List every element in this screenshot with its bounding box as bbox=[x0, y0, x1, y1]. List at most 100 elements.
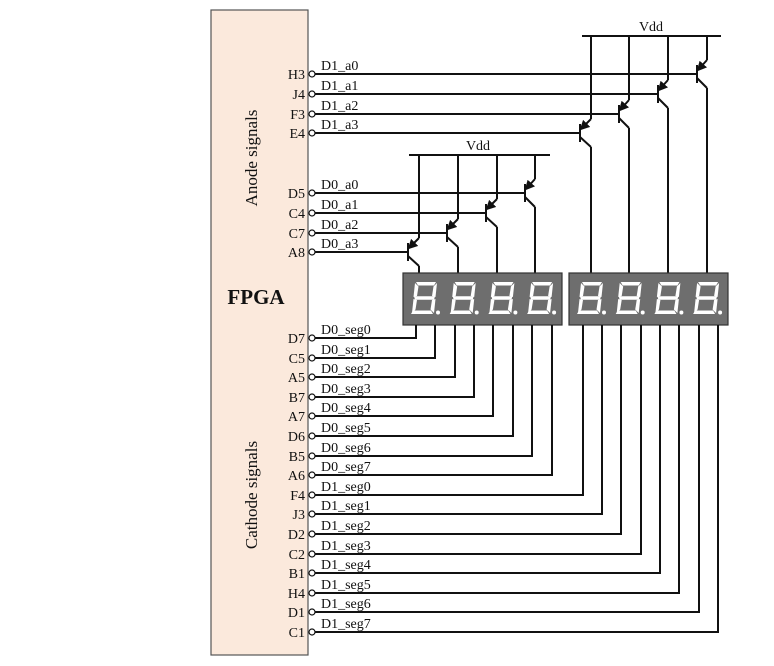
segment-horizontal bbox=[659, 282, 680, 286]
pin-terminal-icon bbox=[308, 550, 316, 558]
cathode-wire-d1_seg7 bbox=[315, 325, 719, 633]
signal-label: D0_seg1 bbox=[321, 343, 371, 358]
vdd-rail-d1: Vdd bbox=[582, 20, 721, 37]
cathode-wire-d0_seg3 bbox=[315, 325, 475, 398]
pin-label: B5 bbox=[289, 450, 305, 465]
pin-terminal-icon bbox=[308, 412, 316, 420]
cathode-wire-d1_seg4 bbox=[315, 325, 661, 574]
segment-dp bbox=[602, 310, 606, 315]
segment-vertical bbox=[432, 283, 437, 297]
pin-terminal-icon bbox=[308, 229, 316, 237]
segment-vertical bbox=[616, 299, 622, 313]
segment-horizontal bbox=[452, 296, 474, 300]
segment-vertical bbox=[598, 283, 603, 297]
pin-label: B1 bbox=[289, 567, 305, 582]
cathode-wire-d0_seg0 bbox=[315, 325, 417, 339]
pin-label: D1 bbox=[288, 606, 305, 621]
transistor-d1_a0 bbox=[696, 36, 708, 273]
segment-horizontal bbox=[532, 282, 553, 286]
pin-terminal-icon bbox=[308, 209, 316, 217]
digit-3 bbox=[527, 282, 557, 315]
digit-2 bbox=[654, 282, 684, 315]
segment-horizontal bbox=[618, 296, 640, 300]
signal-label: D0_a0 bbox=[321, 178, 358, 193]
seven-segment-display-d0 bbox=[402, 272, 563, 326]
pin-terminal-icon bbox=[308, 189, 316, 197]
segment-vertical bbox=[413, 283, 419, 297]
segment-horizontal bbox=[654, 310, 677, 314]
segment-vertical bbox=[509, 283, 515, 297]
pin-label: C1 bbox=[289, 626, 305, 641]
signal-label: D1_seg2 bbox=[321, 519, 371, 534]
segment-vertical bbox=[635, 299, 641, 313]
segment-vertical bbox=[673, 299, 679, 313]
segment-horizontal bbox=[620, 282, 641, 286]
cathode-wire-d1_seg6 bbox=[315, 325, 700, 613]
pin-label: D5 bbox=[288, 187, 305, 202]
cathode-wire-d0_seg4 bbox=[315, 325, 494, 417]
pin-terminal-icon bbox=[308, 589, 316, 597]
pin-label: J4 bbox=[293, 88, 305, 103]
pin-terminal-icon bbox=[308, 608, 316, 616]
pin-terminal-icon bbox=[308, 432, 316, 440]
signal-label: D1_a0 bbox=[321, 59, 358, 74]
segment-dp bbox=[513, 310, 518, 315]
cathode-wire-d1_seg0 bbox=[315, 325, 584, 496]
signal-label: D0_seg0 bbox=[321, 323, 371, 338]
signal-label: D0_seg4 bbox=[321, 401, 371, 416]
pin-terminal-icon bbox=[308, 569, 316, 577]
anode-pin-d5: D5 D0_a0 bbox=[288, 178, 358, 202]
segment-vertical bbox=[546, 299, 552, 313]
vdd-label-d0: Vdd bbox=[466, 139, 490, 154]
segment-vertical bbox=[596, 299, 602, 313]
segment-horizontal bbox=[698, 282, 719, 286]
segment-vertical bbox=[490, 283, 496, 297]
pin-label: F4 bbox=[290, 489, 305, 504]
anode-signals-label: Anode signals bbox=[242, 110, 261, 207]
transistor-d0_a1 bbox=[485, 155, 498, 273]
signal-label: D1_seg7 bbox=[321, 617, 371, 632]
signal-label: D0_seg2 bbox=[321, 362, 371, 377]
segment-horizontal bbox=[491, 296, 513, 300]
segment-vertical bbox=[695, 283, 701, 297]
segment-horizontal bbox=[582, 282, 602, 286]
transistor-d0_a3 bbox=[407, 155, 420, 273]
vdd-label-d1: Vdd bbox=[639, 20, 663, 35]
segment-vertical bbox=[470, 283, 476, 297]
segment-horizontal bbox=[414, 296, 435, 300]
digit-0 bbox=[577, 282, 606, 315]
pin-terminal-icon bbox=[308, 354, 316, 362]
pin-label: J3 bbox=[293, 508, 305, 523]
cathode-wire-d1_seg5 bbox=[315, 325, 680, 594]
segment-horizontal bbox=[411, 310, 433, 314]
cathode-pin-c1: C1 D1_seg7 bbox=[289, 617, 371, 641]
transistor-d1_a3 bbox=[579, 36, 592, 273]
pin-label: C7 bbox=[289, 227, 305, 242]
segment-horizontal bbox=[657, 296, 679, 300]
segment-horizontal bbox=[527, 310, 550, 314]
segment-horizontal bbox=[488, 310, 511, 314]
pin-terminal-icon bbox=[308, 510, 316, 518]
segment-vertical bbox=[618, 283, 624, 297]
segment-vertical bbox=[450, 299, 456, 313]
cathode-wire-d0_seg5 bbox=[315, 325, 514, 437]
pin-terminal-icon bbox=[308, 70, 316, 78]
segment-vertical bbox=[579, 283, 585, 297]
segment-vertical bbox=[675, 283, 681, 297]
signal-label: D1_a1 bbox=[321, 79, 358, 94]
segment-dp bbox=[640, 310, 645, 315]
digit-1 bbox=[615, 282, 645, 315]
segment-vertical bbox=[712, 299, 718, 313]
signal-label: D1_seg0 bbox=[321, 480, 371, 495]
